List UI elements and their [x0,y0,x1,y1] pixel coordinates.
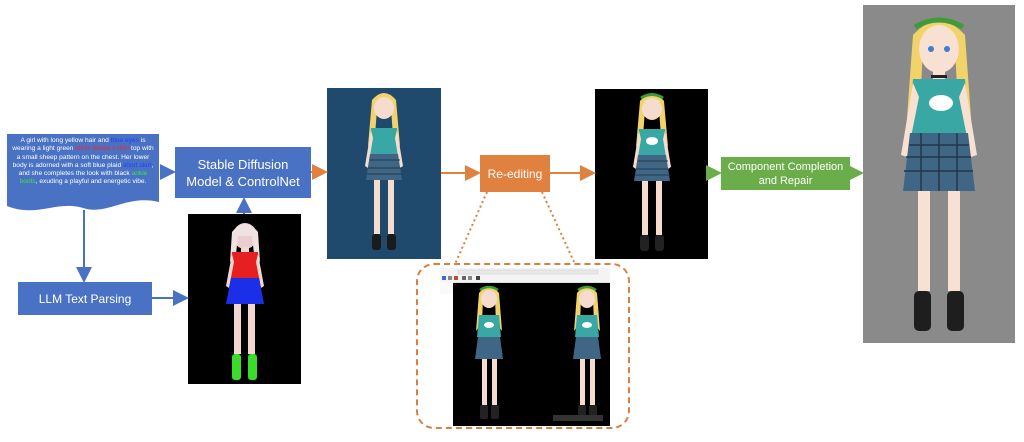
component-completion-label: Component Completion and Repair [727,160,844,187]
character-pose-icon [226,223,264,380]
prompt-segment: is wearing a light green [12,137,146,153]
re-edited-image [595,89,708,259]
prompt-segment: top with a small sheep pattern on the ch… [12,145,154,169]
dotted-link-right [541,191,576,265]
condition-image [188,214,301,384]
llm-text-parsing-label: LLM Text Parsing [38,291,132,306]
prompt-text: A girl with long yellow hair and blue ey… [11,137,155,187]
re-editing-detail-frame [416,263,630,429]
character-icon [475,285,603,421]
prompt-segment: A girl with long yellow hair and [20,137,111,144]
prompt-segment: ankle boots [19,170,148,186]
component-completion-box: Component Completion and Repair [721,157,850,190]
stable-diffusion-label: Stable Diffusion Model & ControlNet [186,156,300,189]
editing-canvas [453,283,610,426]
llm-text-parsing-box: LLM Text Parsing [18,282,152,315]
dotted-link-left [454,191,488,265]
prompt-segment: , exuding a playful and energetic vibe. [35,178,147,186]
re-editing-label: Re-editing [487,166,543,181]
prompt-segment: short skirt [122,161,152,169]
character-icon [633,93,671,251]
editing-toolbar [440,268,610,283]
re-editing-box: Re-editing [480,155,550,192]
final-image [863,5,1015,343]
prompt-segment: short sleeve t-shirt [75,145,130,153]
editing-sidebar [440,282,454,294]
prompt-segment: , and she completes the look with black [18,161,154,178]
generated-image [327,88,441,259]
document-shape-icon [7,134,159,211]
stable-diffusion-box: Stable Diffusion Model & ControlNet [175,147,311,198]
character-icon [365,93,403,250]
toolbar-tools-icon [442,269,599,280]
prompt-segment: blue eyes [110,137,139,144]
character-icon [901,17,977,331]
prompt-document: A girl with long yellow hair and blue ey… [7,134,159,214]
